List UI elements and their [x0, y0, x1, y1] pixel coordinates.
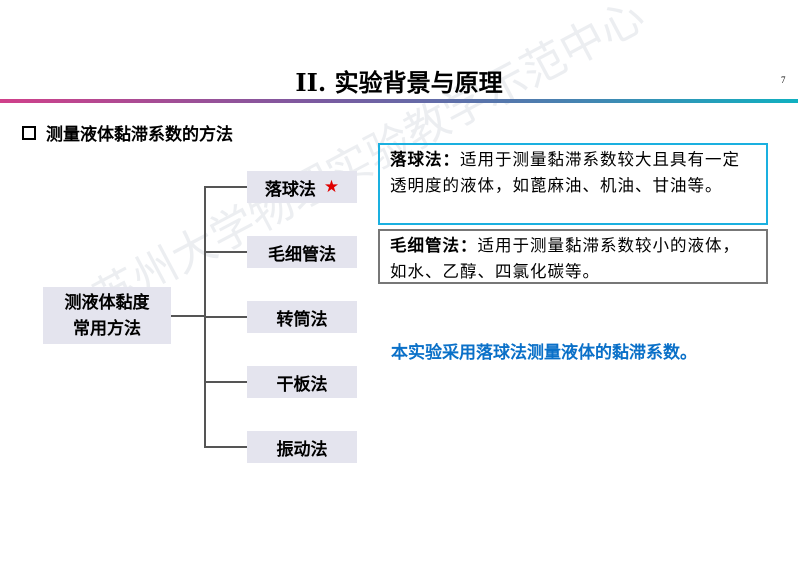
connector [204, 251, 247, 253]
method-falling-ball: 落球法 ★ [247, 171, 357, 203]
description-text: 适用于测量黏滞系数较大且具有一定透明度的液体，如蓖麻油、机油、甘油等。 [390, 150, 740, 195]
root-line-1: 测液体黏度 [64, 292, 150, 313]
description-text: 适用于测量黏滞系数较小的液体，如水、乙醇、四氯化碳等。 [390, 236, 740, 281]
capillary-description: 毛细管法：适用于测量黏滞系数较小的液体，如水、乙醇、四氯化碳等。 [378, 229, 768, 284]
falling-ball-description: 落球法：适用于测量黏滞系数较大且具有一定透明度的液体，如蓖麻油、机油、甘油等。 [378, 143, 768, 225]
conclusion-text: 本实验采用落球法测量液体的黏滞系数。 [391, 343, 697, 363]
connector [204, 381, 247, 383]
method-label: 转筒法 [276, 309, 328, 330]
connector [204, 446, 247, 448]
tree-root: 测液体黏度 常用方法 [43, 287, 171, 344]
section-heading: 测量液体黏滞系数的方法 [22, 120, 233, 145]
page-number: 7 [781, 75, 786, 85]
star-icon: ★ [323, 177, 340, 197]
method-label: 振动法 [276, 439, 328, 460]
method-capillary: 毛细管法 [247, 236, 357, 268]
method-plate: 干板法 [247, 366, 357, 398]
connector [204, 186, 247, 188]
description-title: 落球法： [390, 150, 460, 169]
method-rotating-cylinder: 转筒法 [247, 301, 357, 333]
connector [171, 315, 205, 317]
method-label: 落球法 [264, 179, 316, 200]
connector [204, 316, 247, 318]
section-heading-text: 测量液体黏滞系数的方法 [46, 125, 233, 145]
method-vibration: 振动法 [247, 431, 357, 463]
title-divider [0, 99, 798, 103]
square-bullet-icon [22, 125, 36, 140]
description-title: 毛细管法： [390, 236, 478, 255]
method-label: 干板法 [276, 374, 328, 395]
root-line-2: 常用方法 [73, 318, 141, 339]
slide-title: II. 实验背景与原理 [295, 68, 503, 97]
method-label: 毛细管法 [268, 244, 336, 265]
